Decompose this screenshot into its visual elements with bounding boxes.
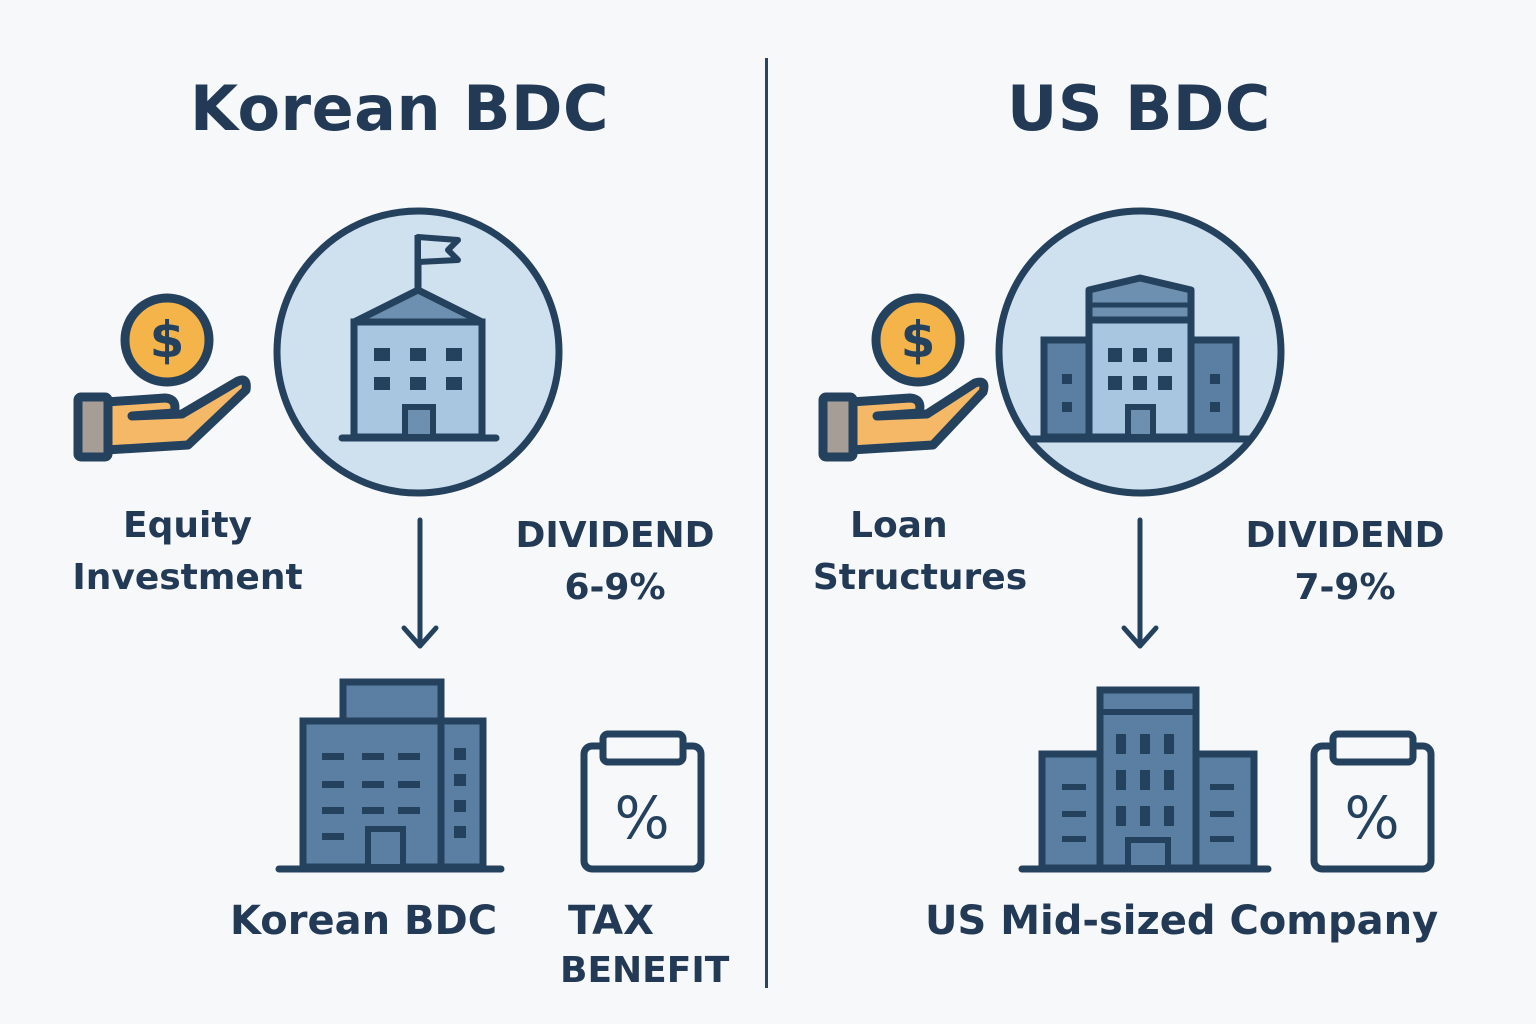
svg-text:%: % — [614, 784, 669, 852]
svg-text:%: % — [1344, 784, 1399, 852]
tax-percent-icon: % — [580, 730, 705, 873]
dividend-text: DIVIDEND — [1245, 515, 1445, 556]
center-divider — [765, 58, 768, 988]
benefit-label: BENEFIT — [560, 950, 730, 991]
korean-bdc-target-label: Korean BDC — [230, 898, 498, 944]
loan-structures-label: Loan Structures — [795, 500, 1045, 604]
investment-label-line1: Loan — [850, 505, 948, 546]
dividend-value: 6-9% — [564, 567, 666, 608]
us-bdc-title: US BDC — [1007, 72, 1271, 145]
korean-bdc-title: Korean BDC — [190, 72, 609, 145]
corporate-building-icon — [995, 207, 1285, 497]
tax-percent-icon: % — [1310, 730, 1435, 873]
government-building-icon — [273, 207, 563, 497]
svg-text:$: $ — [150, 311, 185, 369]
tax-label: TAX — [568, 898, 654, 944]
arrow-down-icon — [401, 517, 439, 649]
dividend-label: DIVIDEND 6-9% — [495, 510, 735, 614]
hand-coin-icon: $ — [818, 293, 989, 462]
dividend-label: DIVIDEND 7-9% — [1225, 510, 1465, 614]
investment-label-line2: Investment — [72, 557, 303, 598]
office-complex-icon — [1018, 686, 1272, 873]
arrow-down-icon — [1121, 517, 1159, 649]
office-building-icon — [275, 678, 505, 873]
investment-label-line2: Structures — [812, 557, 1028, 598]
dividend-text: DIVIDEND — [515, 515, 715, 556]
hand-coin-icon: $ — [73, 293, 251, 462]
investment-label-line1: Equity — [122, 505, 252, 546]
dividend-value: 7-9% — [1294, 567, 1396, 608]
equity-investment-label: Equity Investment — [60, 500, 315, 604]
us-target-label: US Mid-sized Company — [925, 898, 1439, 944]
svg-text:$: $ — [901, 311, 936, 369]
